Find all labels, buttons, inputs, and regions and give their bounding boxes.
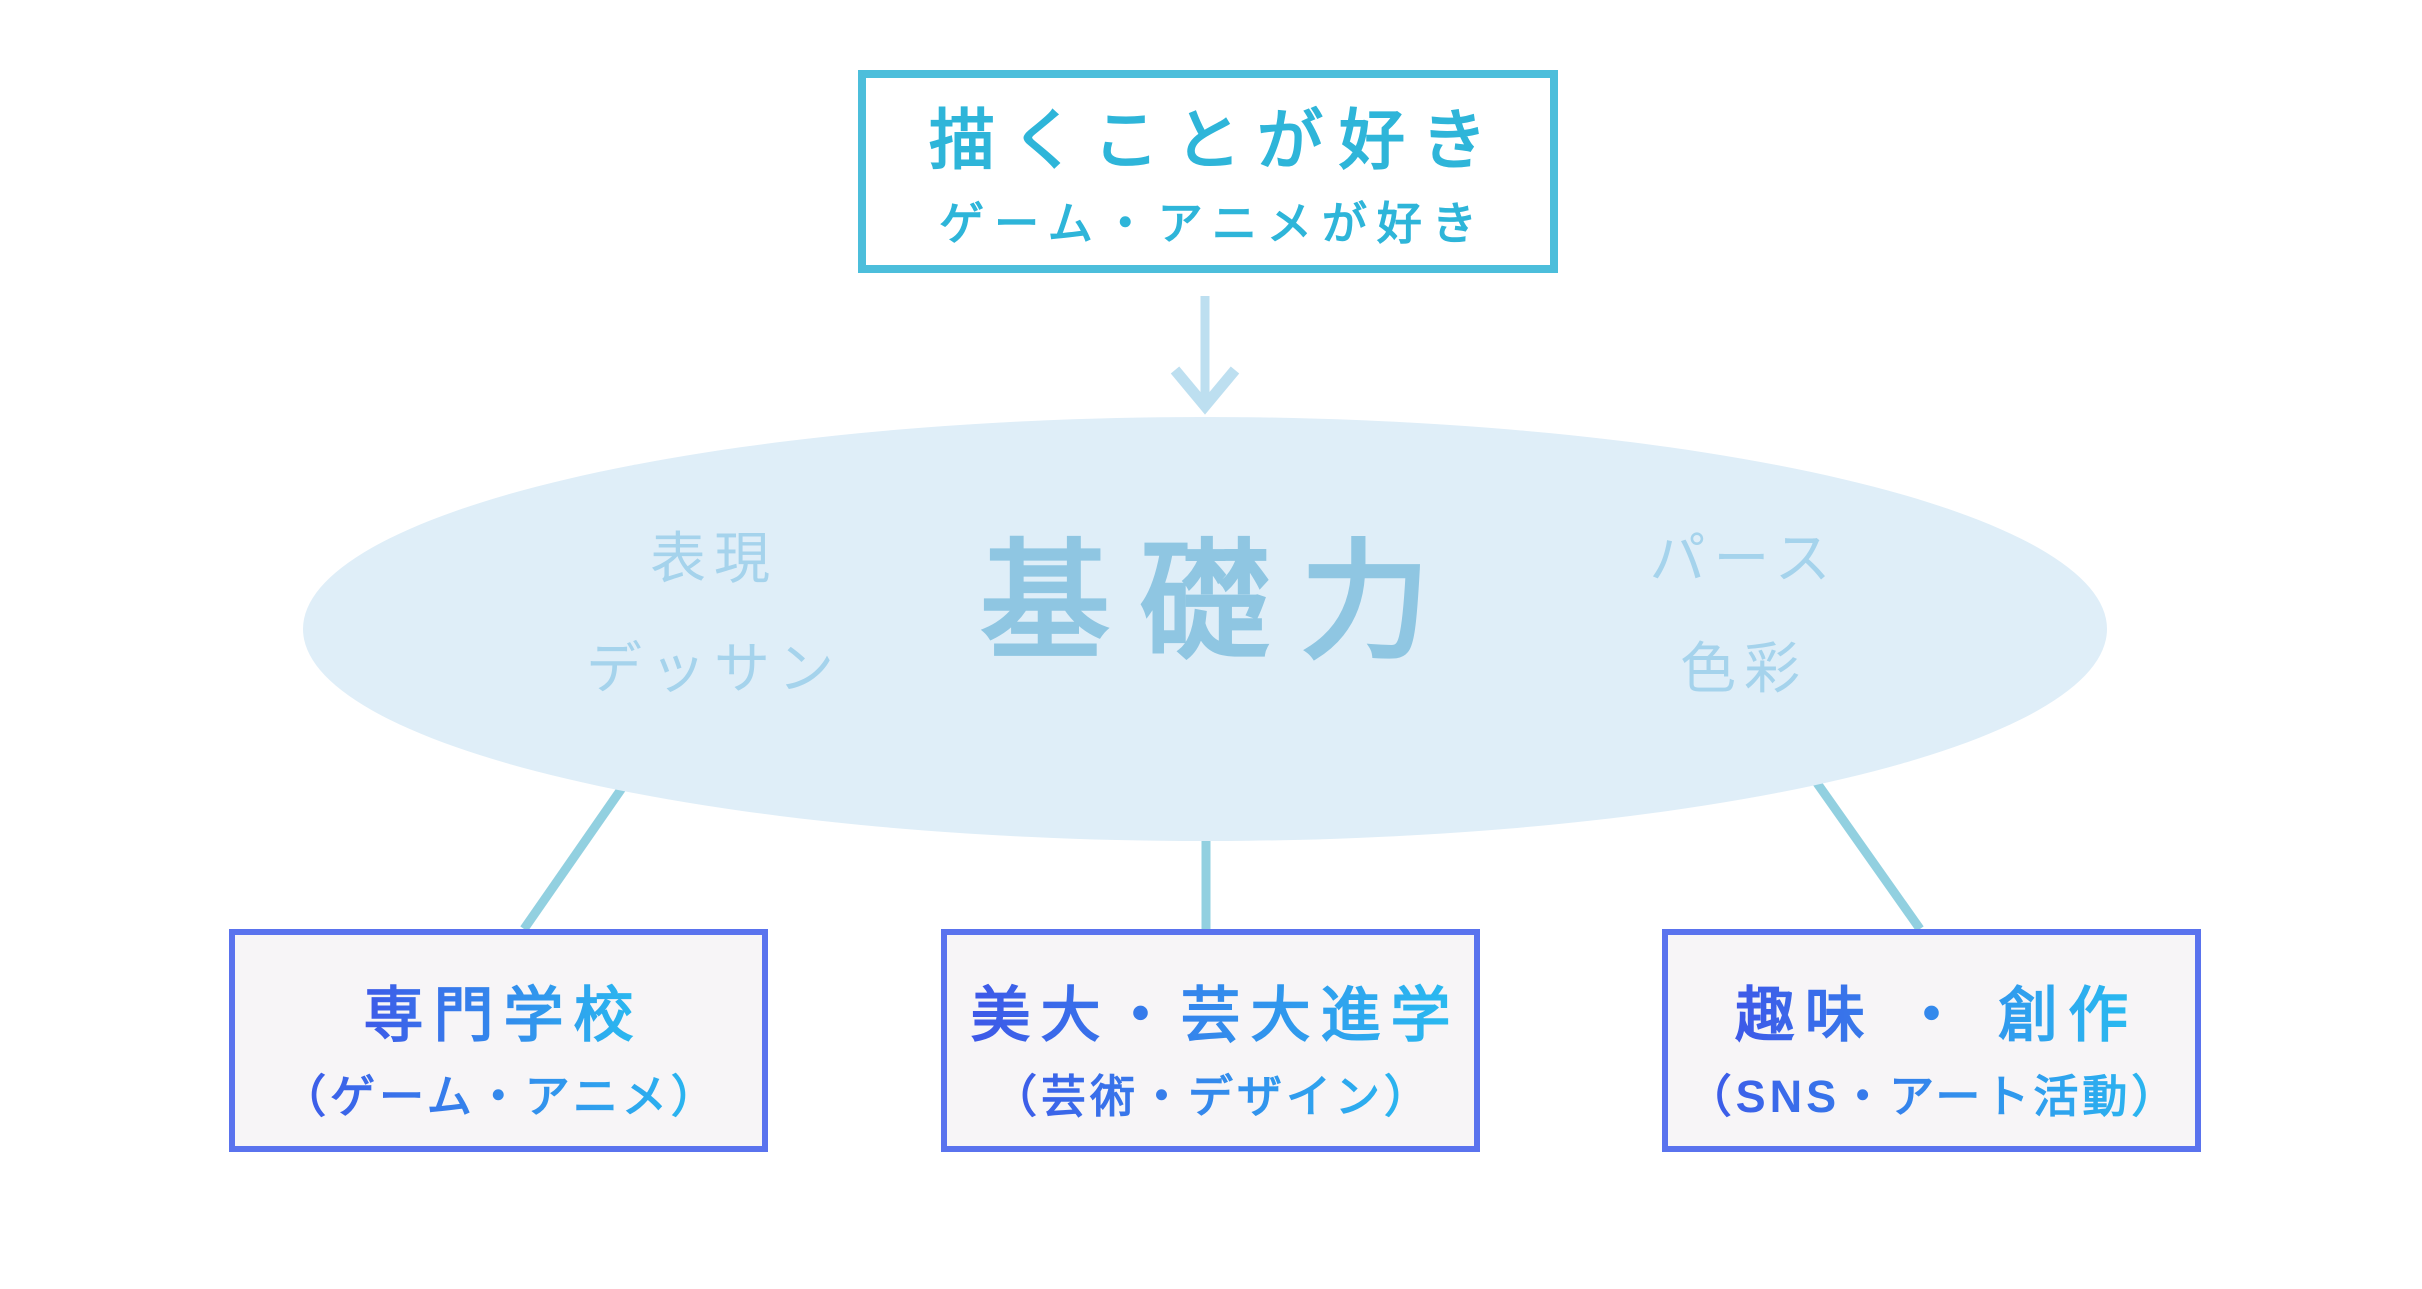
keyword-color: 色彩 — [1680, 637, 1808, 700]
down-arrow-icon — [1170, 296, 1240, 415]
node-likes-drawing-subtitle: ゲーム・アニメが好き — [939, 197, 1487, 249]
node-art-university-title: 美大・芸大進学 — [961, 979, 1461, 1053]
fundamentals-keywords-left: 表現 デッサン — [530, 504, 890, 724]
node-vocational-school-subtitle: （ゲーム・アニメ） — [277, 1069, 720, 1125]
node-art-university: 美大・芸大進学 （芸術・デザイン） — [941, 929, 1480, 1152]
node-vocational-school-title: 専門学校 — [354, 979, 644, 1053]
node-hobby-creation-title: 趣味 ・ 創作 — [1725, 979, 2138, 1053]
fundamentals-main-label: 基礎力 — [979, 529, 1460, 675]
keyword-perspective: パース — [1649, 527, 1839, 590]
connector-right — [1813, 780, 1924, 932]
keyword-expression: 表現 — [650, 527, 778, 590]
node-vocational-school: 専門学校 （ゲーム・アニメ） — [229, 929, 768, 1152]
node-hobby-creation: 趣味 ・ 創作 （SNS・アート活動） — [1662, 929, 2201, 1152]
connector-left — [520, 785, 626, 932]
node-likes-drawing-title: 描くことが好き — [929, 102, 1503, 177]
node-fundamentals-ellipse — [303, 417, 2107, 841]
fundamentals-keywords-right: パース 色彩 — [1560, 504, 1920, 724]
node-art-university-subtitle: （芸術・デザイン） — [988, 1069, 1433, 1125]
keyword-dessin: デッサン — [586, 637, 842, 700]
node-likes-drawing: 描くことが好き ゲーム・アニメが好き — [858, 70, 1558, 273]
node-hobby-creation-subtitle: （SNS・アート活動） — [1683, 1069, 2181, 1125]
